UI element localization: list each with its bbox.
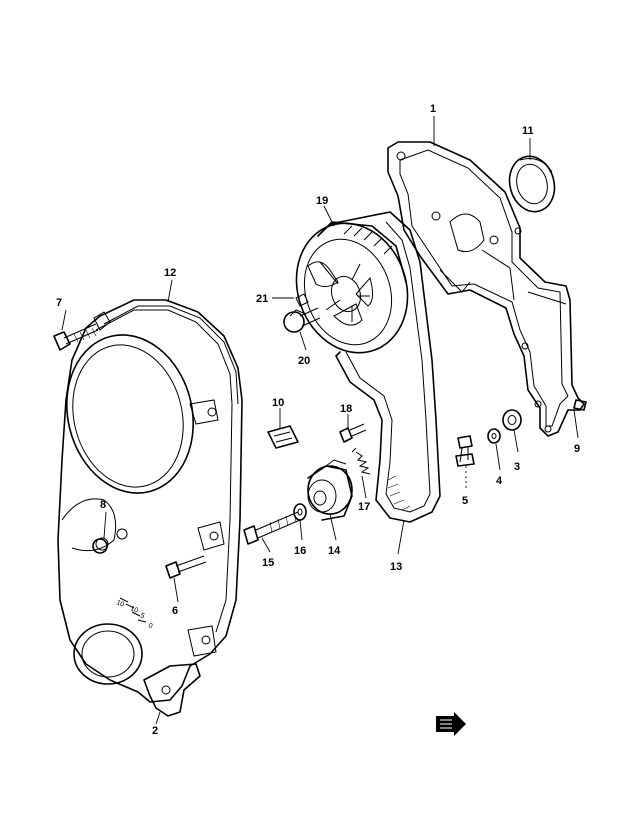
callout-17: 17 [358, 501, 370, 513]
callouts: 1 2 3 4 5 6 7 8 9 10 11 12 13 14 15 16 1… [56, 103, 580, 737]
callout-14: 14 [328, 545, 341, 557]
leader-lines [61, 116, 579, 725]
bolt-5 [455, 435, 475, 467]
callout-10: 10 [272, 397, 284, 409]
outer-cover [57, 299, 243, 703]
callout-15: 15 [262, 557, 274, 569]
grommet [92, 538, 108, 554]
callout-11: 11 [522, 125, 534, 137]
stud-tab [573, 399, 587, 411]
callout-4: 4 [496, 475, 503, 487]
callout-12: 12 [164, 267, 176, 279]
callout-16: 16 [294, 545, 306, 557]
callout-7: 7 [56, 297, 62, 309]
cover-mark-1: 10 [115, 599, 125, 608]
callout-19: 19 [316, 195, 328, 207]
timing-belt [329, 211, 441, 523]
spacer [487, 428, 501, 444]
cover-mark-2: 10 [129, 605, 139, 614]
callout-3: 3 [514, 461, 520, 473]
washer [293, 503, 307, 521]
cover-timing-marks: 10 10 5 0 [115, 599, 153, 630]
bolt-6 [165, 555, 207, 579]
nut [502, 409, 522, 431]
clip [267, 425, 299, 449]
bolt-18 [339, 423, 367, 443]
callout-21: 21 [256, 293, 268, 305]
bracket [143, 663, 201, 717]
inner-cover-plate [387, 141, 585, 437]
callout-20: 20 [298, 355, 310, 367]
callout-5: 5 [462, 495, 468, 507]
cover-mark-3: 5 [139, 612, 145, 620]
callout-2: 2 [152, 725, 158, 737]
oil-seal [508, 155, 556, 213]
tensioner [307, 459, 353, 521]
spring [351, 447, 371, 475]
callout-8: 8 [100, 499, 106, 511]
callout-13: 13 [390, 561, 402, 573]
timing-pulley [295, 221, 409, 354]
bolt-15 [243, 511, 301, 545]
front-direction-arrow-icon [436, 712, 466, 736]
callout-6: 6 [172, 605, 178, 617]
cover-mark-4: 0 [147, 622, 153, 630]
pin-21 [295, 293, 309, 307]
callout-1: 1 [430, 103, 436, 115]
bolt-20 [283, 307, 321, 333]
bolt-7 [53, 323, 99, 351]
callout-18: 18 [340, 403, 352, 415]
callout-9: 9 [574, 443, 580, 455]
